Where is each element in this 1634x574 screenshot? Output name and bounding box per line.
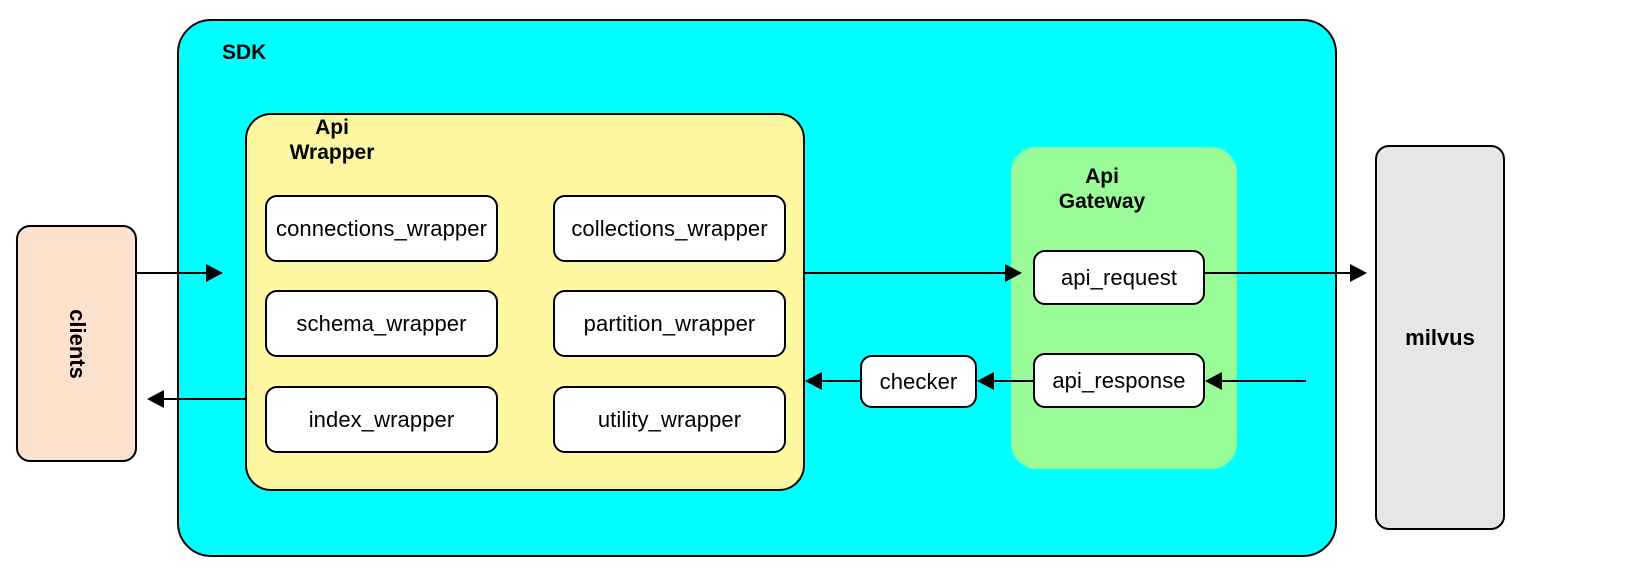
node-partition-wrapper-label: partition_wrapper — [583, 310, 756, 336]
edge-checker-to-api-wrapper — [816, 380, 861, 382]
container-api-wrapper-title: Api Wrapper — [289, 116, 375, 164]
node-milvus-label: milvus — [1405, 324, 1475, 350]
arrowhead-api-response-to-checker — [977, 372, 994, 390]
arrowhead-checker-to-api-wrapper — [805, 372, 822, 390]
node-checker-label: checker — [879, 368, 958, 394]
arrowhead-milvus-to-api-response — [1205, 372, 1222, 390]
edge-api-request-to-milvus — [1205, 272, 1365, 274]
node-index-wrapper[interactable]: index_wrapper — [265, 386, 498, 453]
node-collections-wrapper-label: collections_wrapper — [571, 215, 768, 241]
node-clients-label: clients — [64, 308, 90, 379]
node-index-wrapper-label: index_wrapper — [308, 406, 455, 432]
edge-api-wrapper-to-clients — [158, 398, 246, 400]
node-schema-wrapper[interactable]: schema_wrapper — [265, 290, 498, 357]
node-connections-wrapper[interactable]: connections_wrapper — [265, 195, 498, 262]
node-utility-wrapper[interactable]: utility_wrapper — [553, 386, 786, 453]
node-api-request[interactable]: api_request — [1033, 250, 1205, 305]
node-api-request-label: api_request — [1060, 264, 1178, 290]
container-api-gateway — [1011, 147, 1237, 469]
node-clients[interactable]: clients — [16, 225, 137, 462]
edge-api-wrapper-to-api-request — [805, 272, 1020, 274]
node-collections-wrapper[interactable]: collections_wrapper — [553, 195, 786, 262]
arrowhead-api-request-to-milvus — [1350, 264, 1367, 282]
arrowhead-clients-to-api-wrapper — [206, 264, 223, 282]
container-sdk-title: SDK — [222, 41, 267, 64]
node-utility-wrapper-label: utility_wrapper — [597, 406, 742, 432]
node-api-response[interactable]: api_response — [1033, 353, 1205, 408]
arrowhead-api-wrapper-to-api-request — [1005, 264, 1022, 282]
edge-milvus-to-api-response — [1216, 380, 1306, 382]
node-milvus[interactable]: milvus — [1375, 145, 1505, 530]
node-checker[interactable]: checker — [860, 355, 977, 408]
arrowhead-api-wrapper-to-clients — [147, 390, 164, 408]
edge-api-response-to-checker — [988, 380, 1034, 382]
container-api-gateway-title: Api Gateway — [1058, 165, 1146, 213]
node-connections-wrapper-label: connections_wrapper — [275, 215, 488, 241]
node-schema-wrapper-label: schema_wrapper — [296, 310, 467, 336]
node-partition-wrapper[interactable]: partition_wrapper — [553, 290, 786, 357]
edge-clients-to-api-wrapper — [137, 272, 222, 274]
node-api-response-label: api_response — [1052, 367, 1186, 393]
